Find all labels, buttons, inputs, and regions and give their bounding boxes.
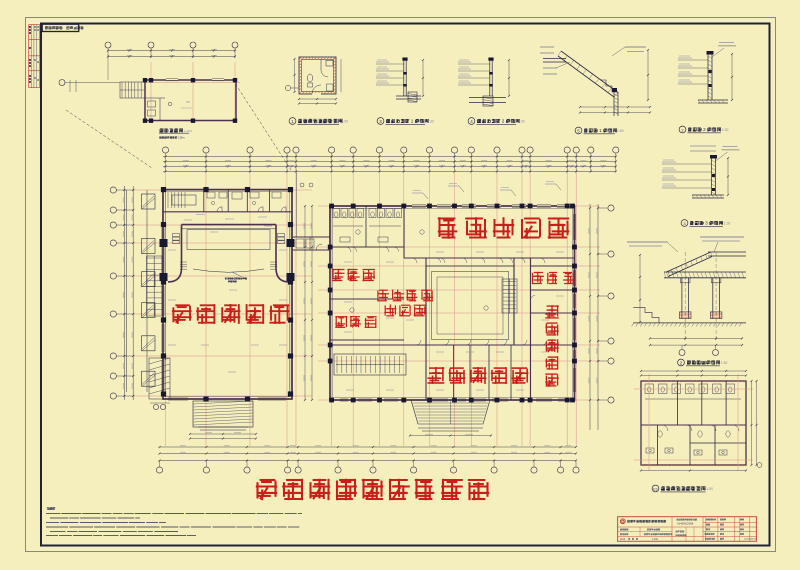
svg-text:3: 3 — [683, 221, 686, 226]
svg-text:1:30: 1:30 — [427, 120, 434, 124]
svg-text:1:30: 1:30 — [518, 120, 525, 124]
svg-text:1:30: 1:30 — [722, 128, 729, 132]
svg-text:2: 2 — [502, 119, 505, 124]
svg-text:2013: 2013 — [620, 539, 626, 541]
svg-text:2: 2 — [703, 127, 706, 132]
svg-text:A1450022908: A1450022908 — [677, 522, 694, 526]
svg-text:3: 3 — [705, 221, 708, 226]
svg-text:780: 780 — [186, 101, 191, 104]
svg-text:E3: E3 — [653, 487, 657, 491]
svg-text:1: 1 — [291, 119, 294, 124]
svg-text:1:50: 1:50 — [721, 361, 728, 365]
svg-text:5: 5 — [577, 128, 580, 133]
svg-text:1:30: 1:30 — [724, 222, 731, 226]
svg-text:2: 2 — [681, 127, 684, 132]
svg-text:3: 3 — [379, 119, 382, 124]
svg-text:1:50: 1:50 — [706, 487, 713, 491]
svg-text:1:100: 1:100 — [652, 539, 658, 541]
svg-text:4: 4 — [470, 119, 473, 124]
svg-text:1: 1 — [411, 119, 414, 124]
svg-text:1:100: 1:100 — [184, 129, 192, 133]
svg-text:2005-A49-05: 2005-A49-05 — [744, 538, 757, 541]
svg-text:1:50: 1:50 — [617, 129, 624, 133]
svg-text:139m: 139m — [178, 135, 185, 139]
svg-text:2: 2 — [680, 360, 683, 365]
svg-text:1: 1 — [599, 128, 602, 133]
svg-text:1:50: 1:50 — [342, 120, 349, 124]
